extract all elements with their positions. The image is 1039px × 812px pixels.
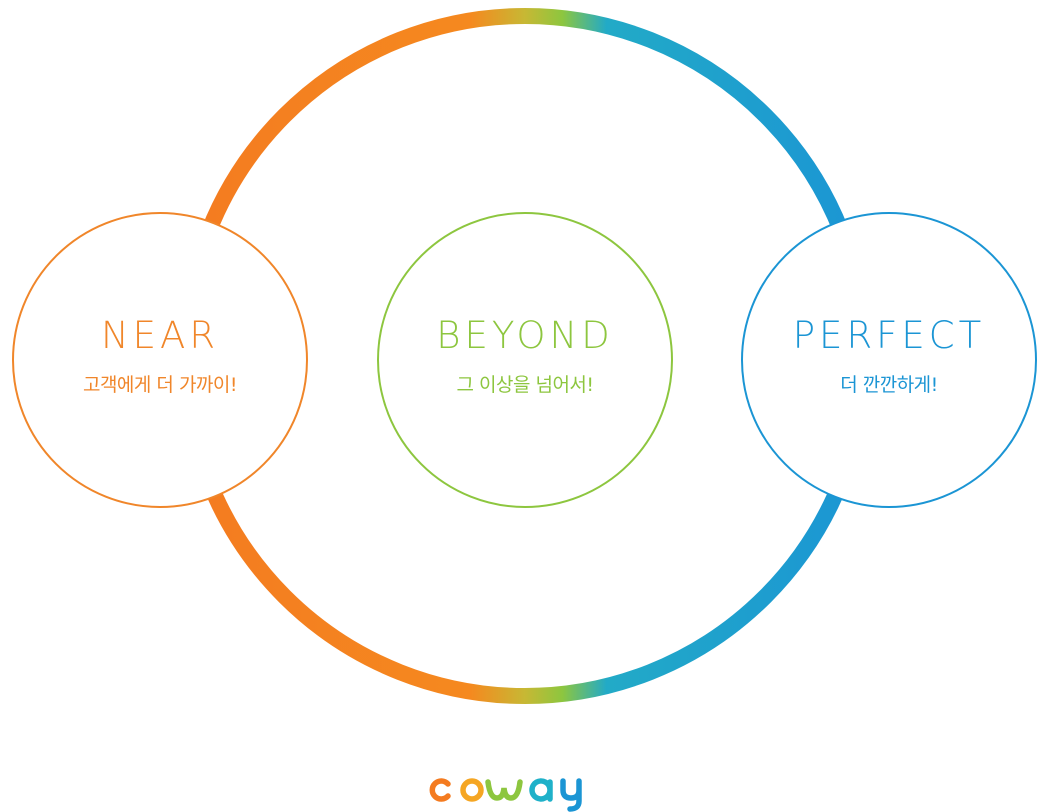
logo-letter-y [560, 778, 582, 812]
beyond-circle: BEYOND 그 이상을 넘어서! [377, 212, 673, 508]
perfect-title: PERFECT [792, 314, 986, 357]
coway-logo [429, 778, 582, 812]
logo-letter-w [485, 779, 523, 801]
logo-letter-o [460, 778, 484, 802]
beyond-slogan: 그 이상을 넘어서! [456, 374, 594, 396]
perfect-circle: PERFECT 더 깐깐하게! [741, 212, 1037, 508]
near-circle: NEAR 고객에게 더 가까이! [12, 212, 308, 508]
near-slogan: 고객에게 더 가까이! [82, 374, 238, 396]
near-title: NEAR [100, 314, 220, 357]
logo-letter-c [429, 778, 451, 802]
beyond-title: BEYOND [436, 314, 614, 357]
logo-letter-a [529, 778, 553, 802]
perfect-slogan: 더 깐깐하게! [840, 374, 938, 396]
